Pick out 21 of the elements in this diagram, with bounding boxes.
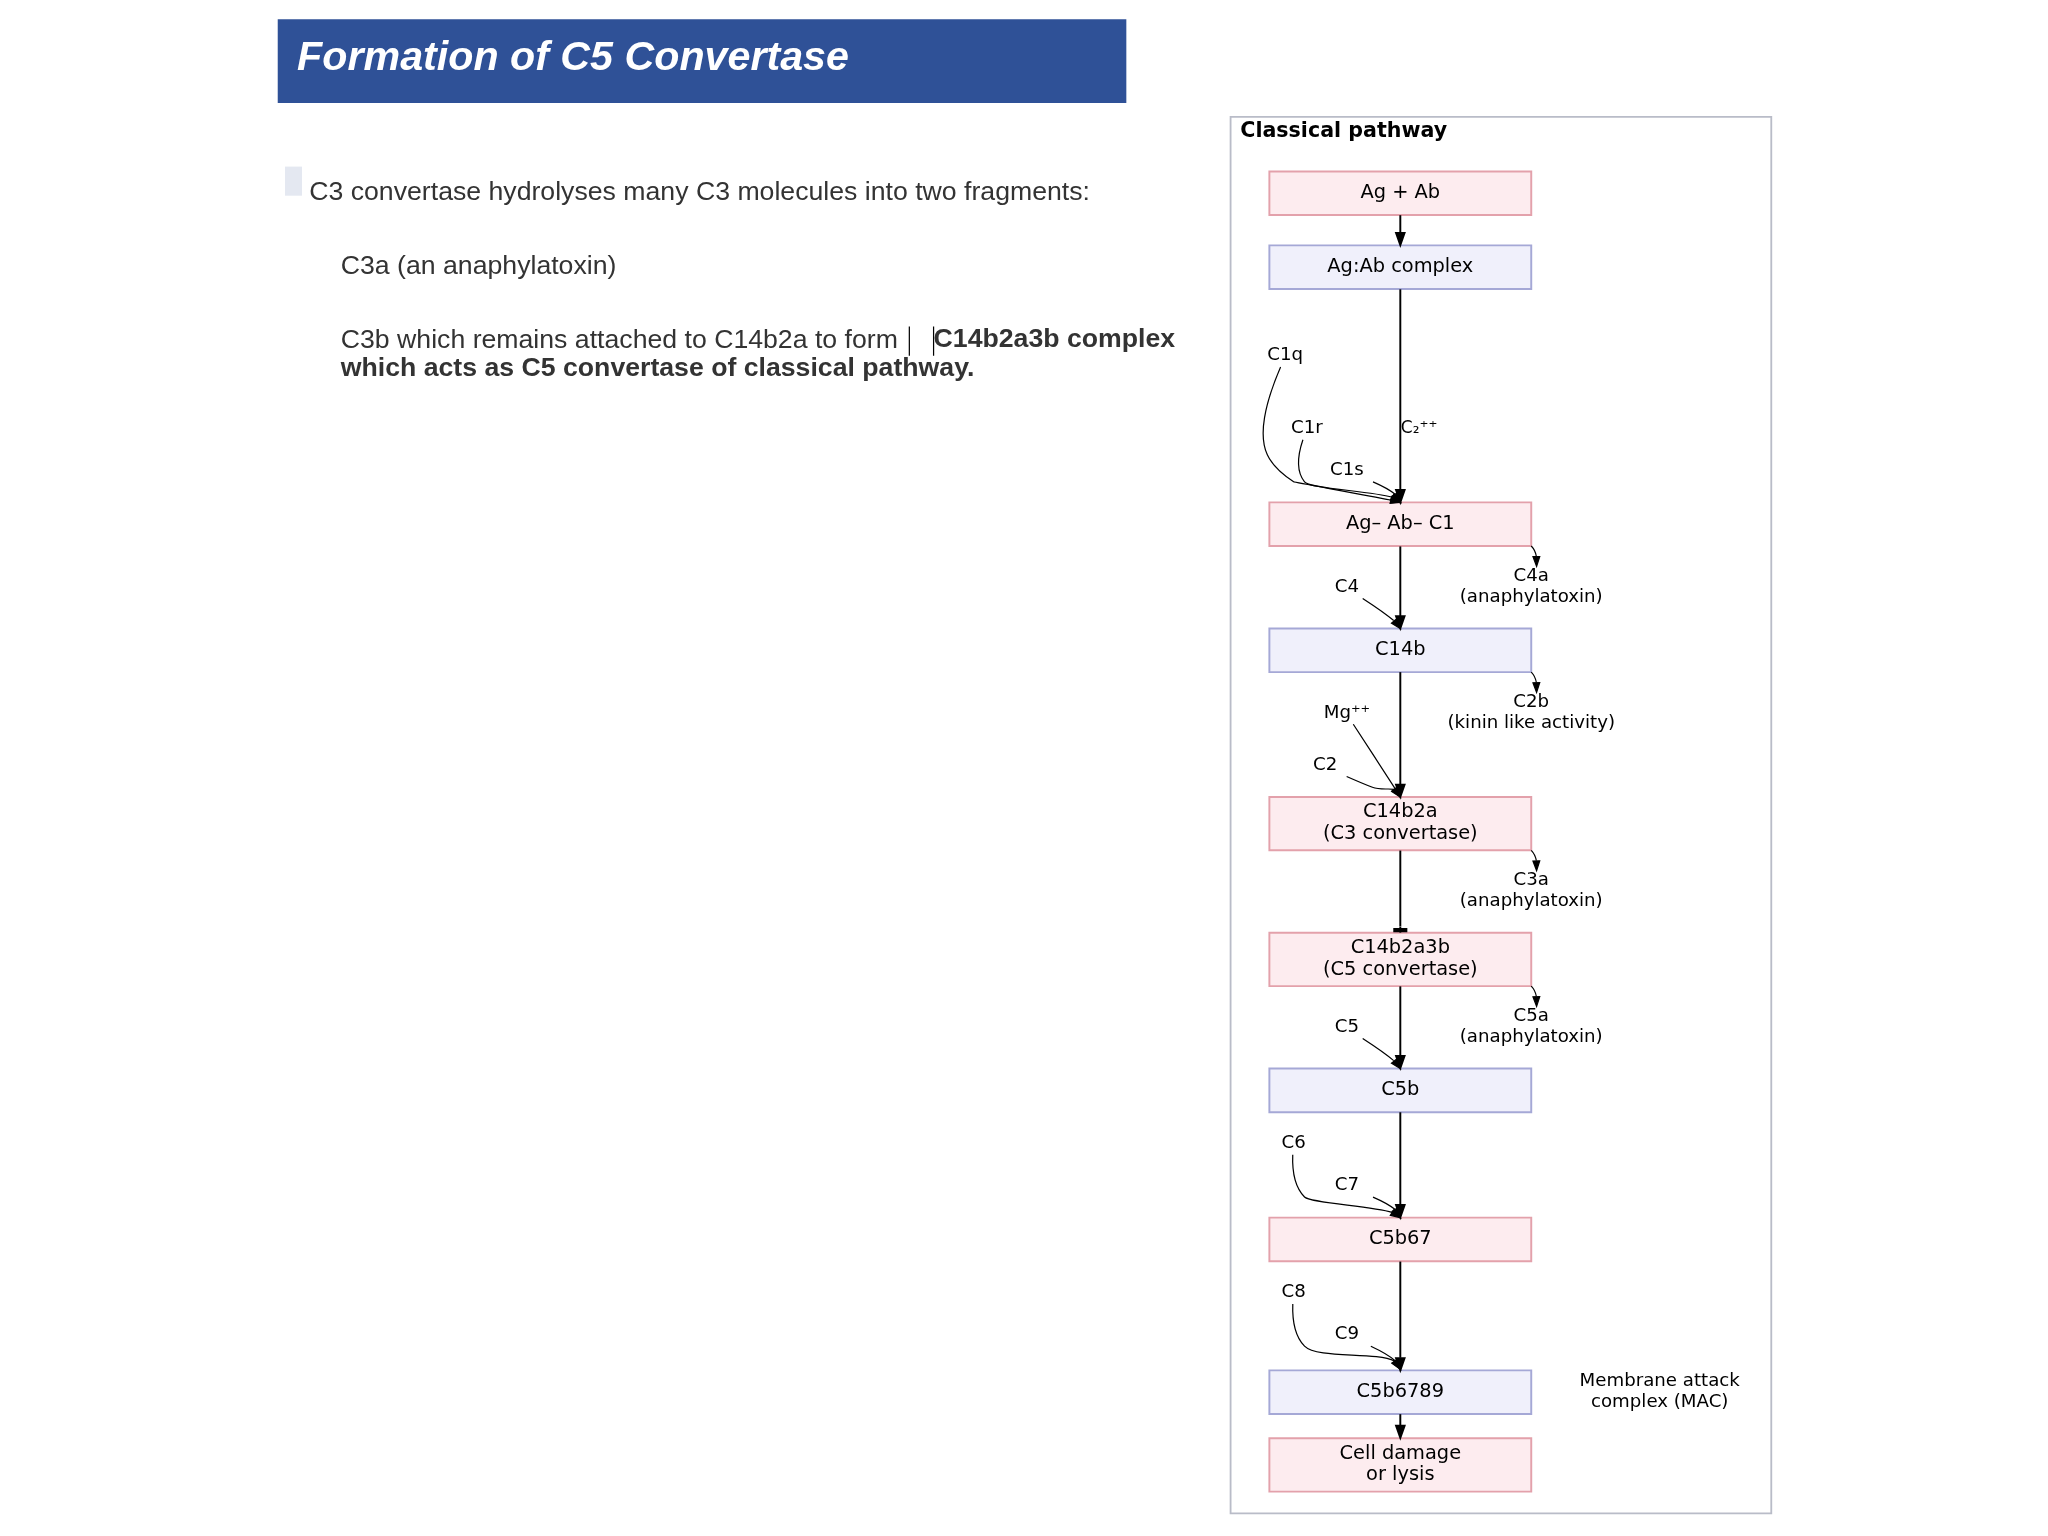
node-text: C2 [1312,752,1337,774]
node-text: C1r [1290,415,1323,437]
node-text: C1s [1329,457,1364,479]
node-text: C3a (anaphylatoxin) [1459,867,1603,910]
node-text: C2b (kinin like activity) [1446,689,1615,732]
edge-label: C₂⁺⁺ [1400,416,1437,437]
label: C3 convertase hydrolyses many C3 molecules into two fragments: [308,175,1090,206]
node-text: C5 [1334,1014,1359,1036]
label: C3a (an anaphylatoxin) [340,249,616,280]
label: C3b which remains attached to C14b2a to form C14b2a3b complex which acts as C5 convertase of classical pathway. [340,322,1175,382]
node-text: C1q [1266,342,1303,364]
node-text: C8 [1281,1279,1306,1301]
node-text: C9 [1334,1321,1359,1343]
node-text: C4a (anaphylatoxin) [1459,563,1603,606]
node-label: Membrane attack complex (MAC) [1579,1368,1740,1411]
node-text: C4 [1334,574,1359,596]
node-text: Mg⁺⁺ [1323,700,1370,722]
node-text: C5a (anaphylatoxin) [1459,1003,1603,1046]
node-text: C7 [1334,1172,1359,1194]
node-text: C6 [1281,1130,1306,1152]
diagram-title: Formation of C5 Convertase [296,32,849,79]
